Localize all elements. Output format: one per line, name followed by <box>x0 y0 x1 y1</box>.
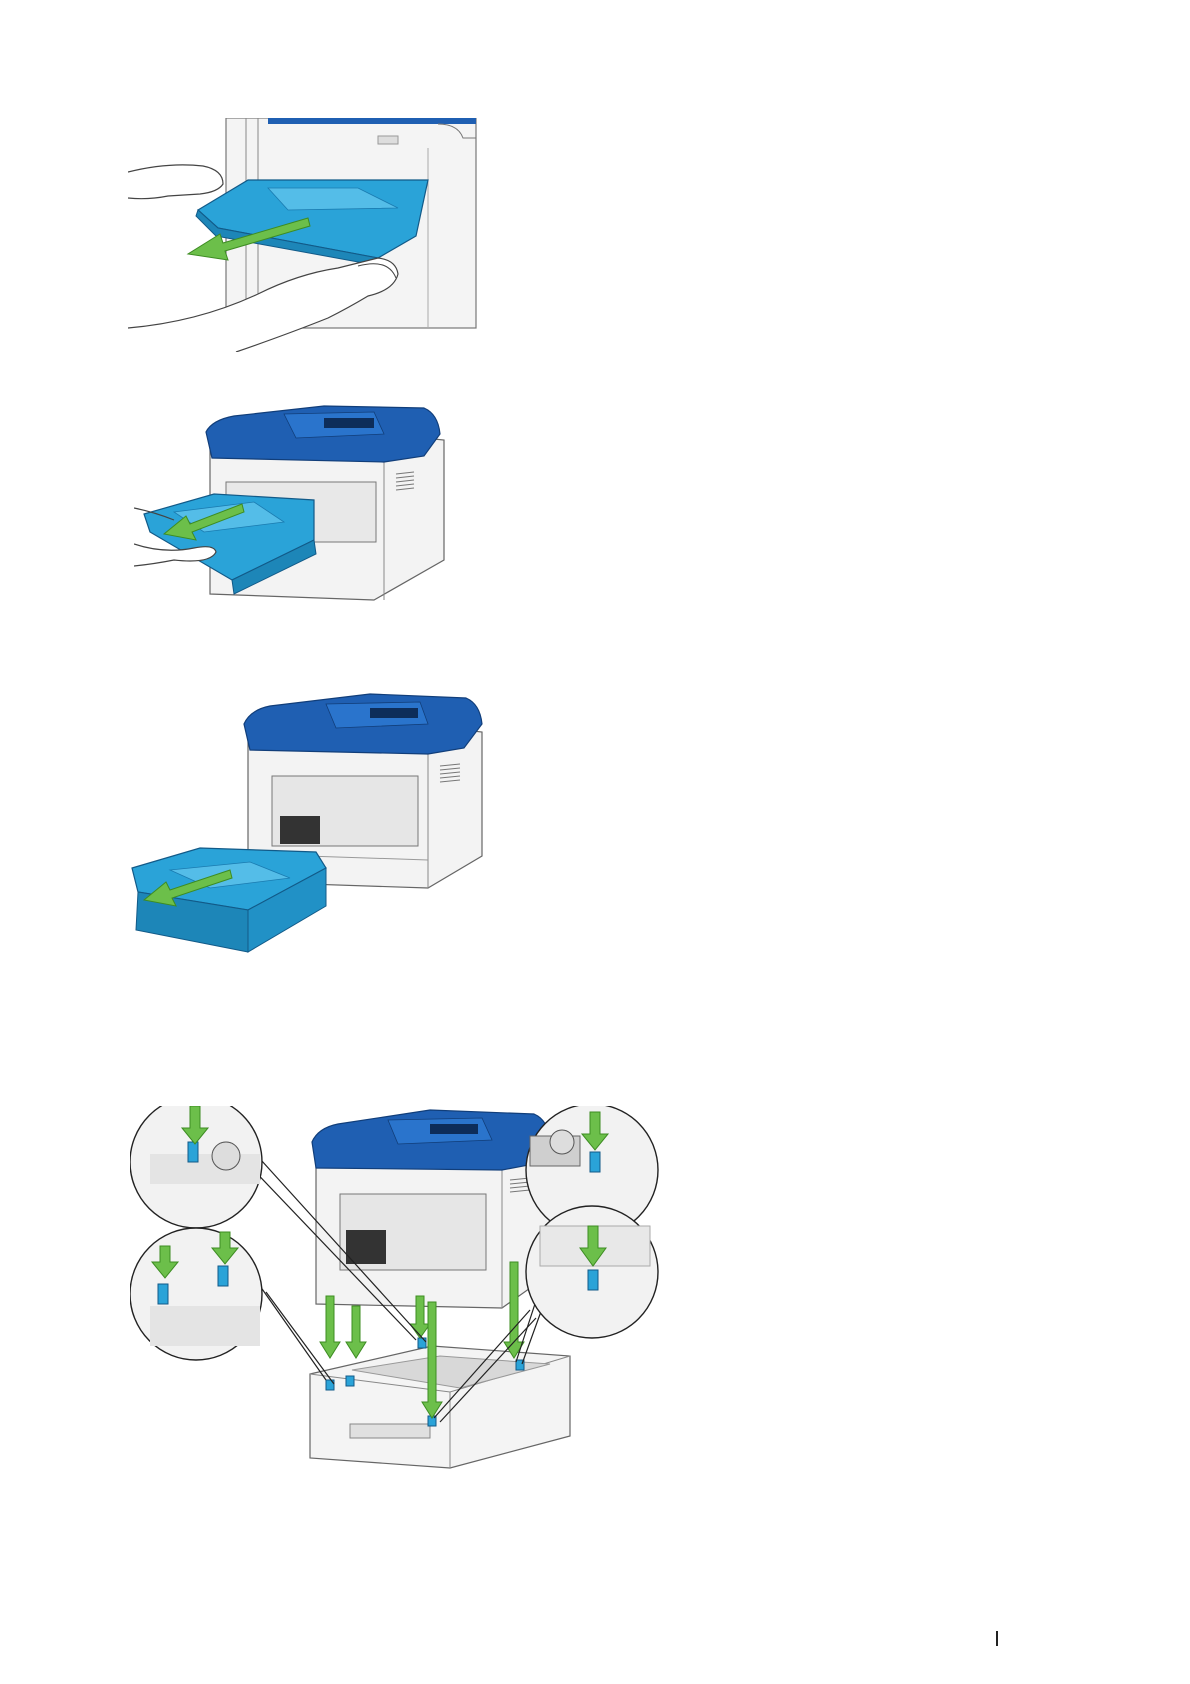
printer-tray-removed-illustration <box>130 692 490 954</box>
callout-top-left <box>130 1106 262 1228</box>
printer-tray-pull-illustration <box>134 404 450 634</box>
figure-remove-bypass-tray <box>128 118 480 352</box>
printer-feeder-install-illustration <box>130 1106 720 1496</box>
figure-pull-paper-tray <box>134 404 450 634</box>
callout-bottom-right <box>526 1206 658 1338</box>
page-footer-rule <box>996 1631 998 1646</box>
figure-install-feeder <box>130 1106 720 1496</box>
callout-bottom-left <box>130 1228 262 1360</box>
printer-hands-illustration-1 <box>128 118 480 352</box>
figure-remove-paper-tray <box>130 692 490 954</box>
